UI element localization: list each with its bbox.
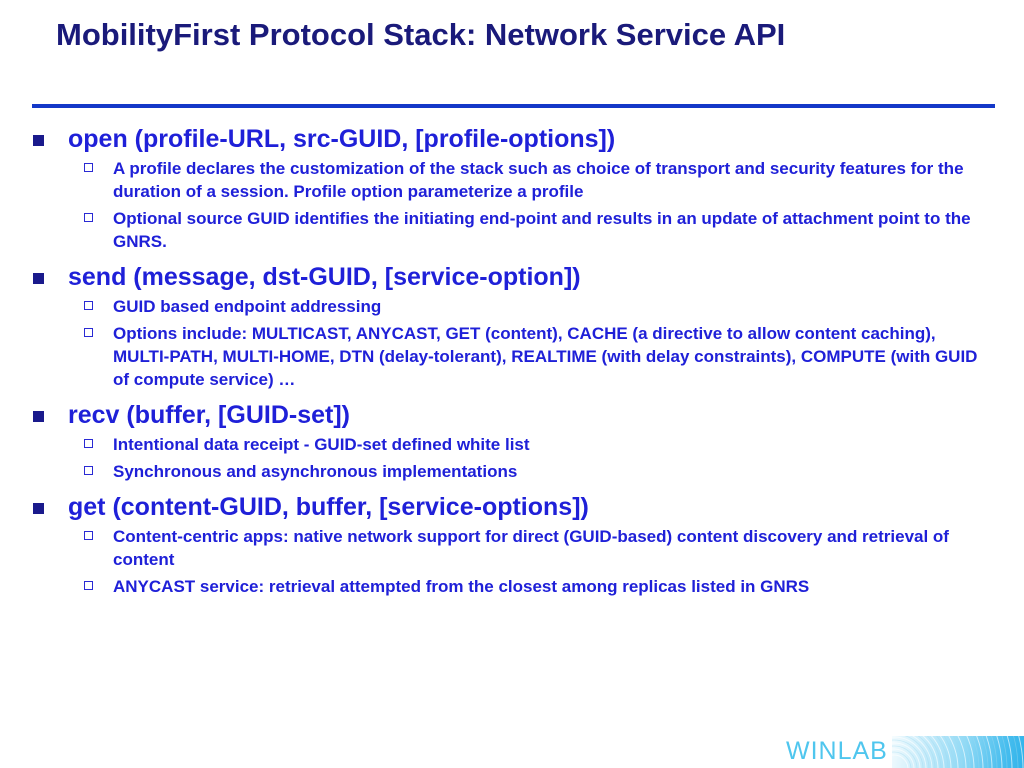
- page-title: MobilityFirst Protocol Stack: Network Se…: [56, 17, 786, 52]
- outline-group: send (message, dst-GUID, [service-option…: [0, 262, 1024, 391]
- hollow-square-bullet-icon: [84, 531, 93, 540]
- bullet-level2-label: Optional source GUID identifies the init…: [113, 209, 971, 251]
- hollow-square-bullet-icon: [84, 163, 93, 172]
- bullet-level1-label: send (message, dst-GUID, [service-option…: [68, 263, 581, 291]
- winlab-logo: WINLAB: [786, 736, 1024, 768]
- winlab-wordmark: WINLAB: [786, 737, 888, 765]
- bullet-level1: get (content-GUID, buffer, [service-opti…: [0, 492, 1024, 523]
- hollow-square-bullet-icon: [84, 581, 93, 590]
- bullet-level1-label: recv (buffer, [GUID-set]): [68, 401, 350, 429]
- bullet-level2: Synchronous and asynchronous implementat…: [0, 460, 1024, 483]
- bullet-level2: Content-centric apps: native network sup…: [0, 525, 1024, 571]
- bullet-level2: ANYCAST service: retrieval attempted fro…: [0, 575, 1024, 598]
- filled-square-bullet-icon: [33, 503, 44, 514]
- filled-square-bullet-icon: [33, 411, 44, 422]
- bullet-level2-label: ANYCAST service: retrieval attempted fro…: [113, 577, 810, 596]
- bullet-level2: Options include: MULTICAST, ANYCAST, GET…: [0, 322, 1024, 391]
- bullet-level2-label: Intentional data receipt - GUID-set defi…: [113, 435, 530, 454]
- bullet-level2: GUID based endpoint addressing: [0, 295, 1024, 318]
- bullet-level1: open (profile-URL, src-GUID, [profile-op…: [0, 124, 1024, 155]
- bullet-level2-label: A profile declares the customization of …: [113, 159, 964, 201]
- hollow-square-bullet-icon: [84, 466, 93, 475]
- bullet-level2-label: Synchronous and asynchronous implementat…: [113, 462, 518, 481]
- outline-group: open (profile-URL, src-GUID, [profile-op…: [0, 124, 1024, 253]
- bullet-level2-label: Content-centric apps: native network sup…: [113, 527, 949, 569]
- hollow-square-bullet-icon: [84, 213, 93, 222]
- outline-group: get (content-GUID, buffer, [service-opti…: [0, 492, 1024, 598]
- bullet-level1: send (message, dst-GUID, [service-option…: [0, 262, 1024, 293]
- bullet-level1: recv (buffer, [GUID-set]): [0, 400, 1024, 431]
- filled-square-bullet-icon: [33, 273, 44, 284]
- bullet-level2: Intentional data receipt - GUID-set defi…: [0, 433, 1024, 456]
- hollow-square-bullet-icon: [84, 439, 93, 448]
- winlab-banner-graphic: [892, 736, 1024, 768]
- title-underline-rule: [32, 104, 995, 108]
- bullet-level2: Optional source GUID identifies the init…: [0, 207, 1024, 253]
- bullet-level1-label: open (profile-URL, src-GUID, [profile-op…: [68, 125, 616, 153]
- outline-group: recv (buffer, [GUID-set]) Intentional da…: [0, 400, 1024, 483]
- bullet-level2-label: Options include: MULTICAST, ANYCAST, GET…: [113, 324, 978, 389]
- hollow-square-bullet-icon: [84, 301, 93, 310]
- bullet-level2-label: GUID based endpoint addressing: [113, 297, 382, 316]
- bullet-level2: A profile declares the customization of …: [0, 157, 1024, 203]
- bullet-level1-label: get (content-GUID, buffer, [service-opti…: [68, 493, 589, 521]
- outline-body: open (profile-URL, src-GUID, [profile-op…: [0, 124, 1024, 602]
- hollow-square-bullet-icon: [84, 328, 93, 337]
- concentric-arcs-icon: [892, 736, 1024, 768]
- filled-square-bullet-icon: [33, 135, 44, 146]
